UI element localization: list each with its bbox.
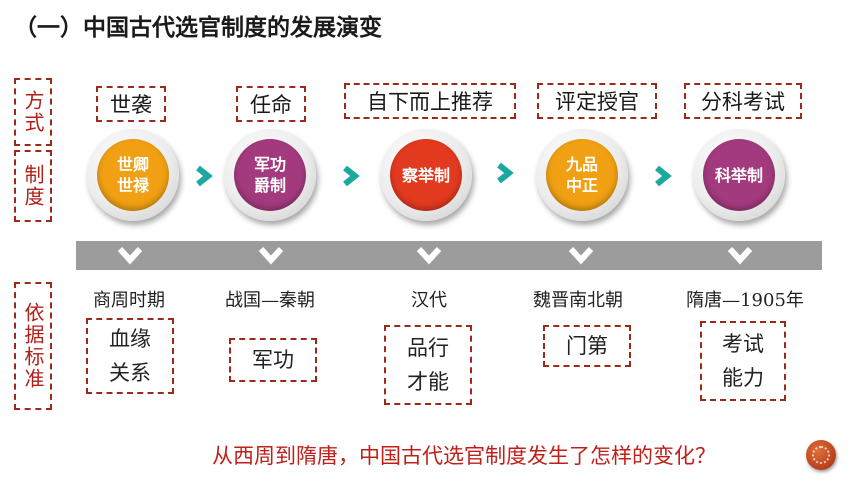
chevron-down-icon	[568, 246, 594, 265]
side-label-method: 方式	[14, 78, 52, 146]
chevron-right-icon	[497, 162, 514, 184]
method-box-3: 自下而上推荐	[344, 83, 516, 119]
system-label-3: 察举制	[390, 139, 462, 211]
page-title: （一）中国古代选官制度的发展演变	[14, 15, 382, 41]
system-circle-2: 军功 爵制	[224, 129, 316, 221]
standard-box-1: 血缘 关系	[86, 318, 174, 394]
side-label-system: 制度	[14, 150, 52, 222]
chevron-right-icon	[655, 165, 672, 187]
question-text: 从西周到隋唐，中国古代选官制度发生了怎样的变化？	[212, 444, 716, 468]
chevron-down-icon	[258, 246, 284, 265]
method-box-4: 评定授官	[537, 83, 657, 119]
system-label-4: 九品 中正	[546, 139, 618, 211]
system-label-5: 科举制	[703, 139, 775, 211]
chevron-right-icon	[196, 165, 213, 187]
standard-box-4: 门第	[543, 325, 631, 367]
system-circle-1: 世卿 世禄	[87, 129, 179, 221]
side-label-standard: 依据标准	[14, 282, 52, 410]
timeline-bar	[76, 241, 822, 270]
standard-box-3: 品行 才能	[384, 325, 472, 405]
era-label-3: 汉代	[411, 290, 447, 311]
chevron-down-icon	[727, 246, 753, 265]
standard-box-2: 军功	[229, 338, 317, 382]
system-label-2: 军功 爵制	[234, 139, 306, 211]
next-slide-button[interactable]	[806, 440, 836, 470]
method-box-2: 任命	[236, 86, 306, 122]
method-box-5: 分科考试	[684, 83, 802, 119]
system-circle-5: 科举制	[693, 129, 785, 221]
era-label-4: 魏晋南北朝	[533, 290, 623, 311]
era-label-2: 战国—秦朝	[225, 290, 315, 311]
era-label-5: 隋唐—1905年	[686, 290, 804, 311]
method-box-1: 世袭	[96, 86, 166, 122]
chevron-down-icon	[117, 246, 143, 265]
system-label-1: 世卿 世禄	[97, 139, 169, 211]
system-circle-4: 九品 中正	[536, 129, 628, 221]
chevron-right-icon	[343, 165, 360, 187]
standard-box-5: 考试 能力	[700, 321, 786, 401]
era-label-1: 商周时期	[93, 290, 165, 311]
chevron-down-icon	[416, 246, 442, 265]
system-circle-3: 察举制	[380, 129, 472, 221]
